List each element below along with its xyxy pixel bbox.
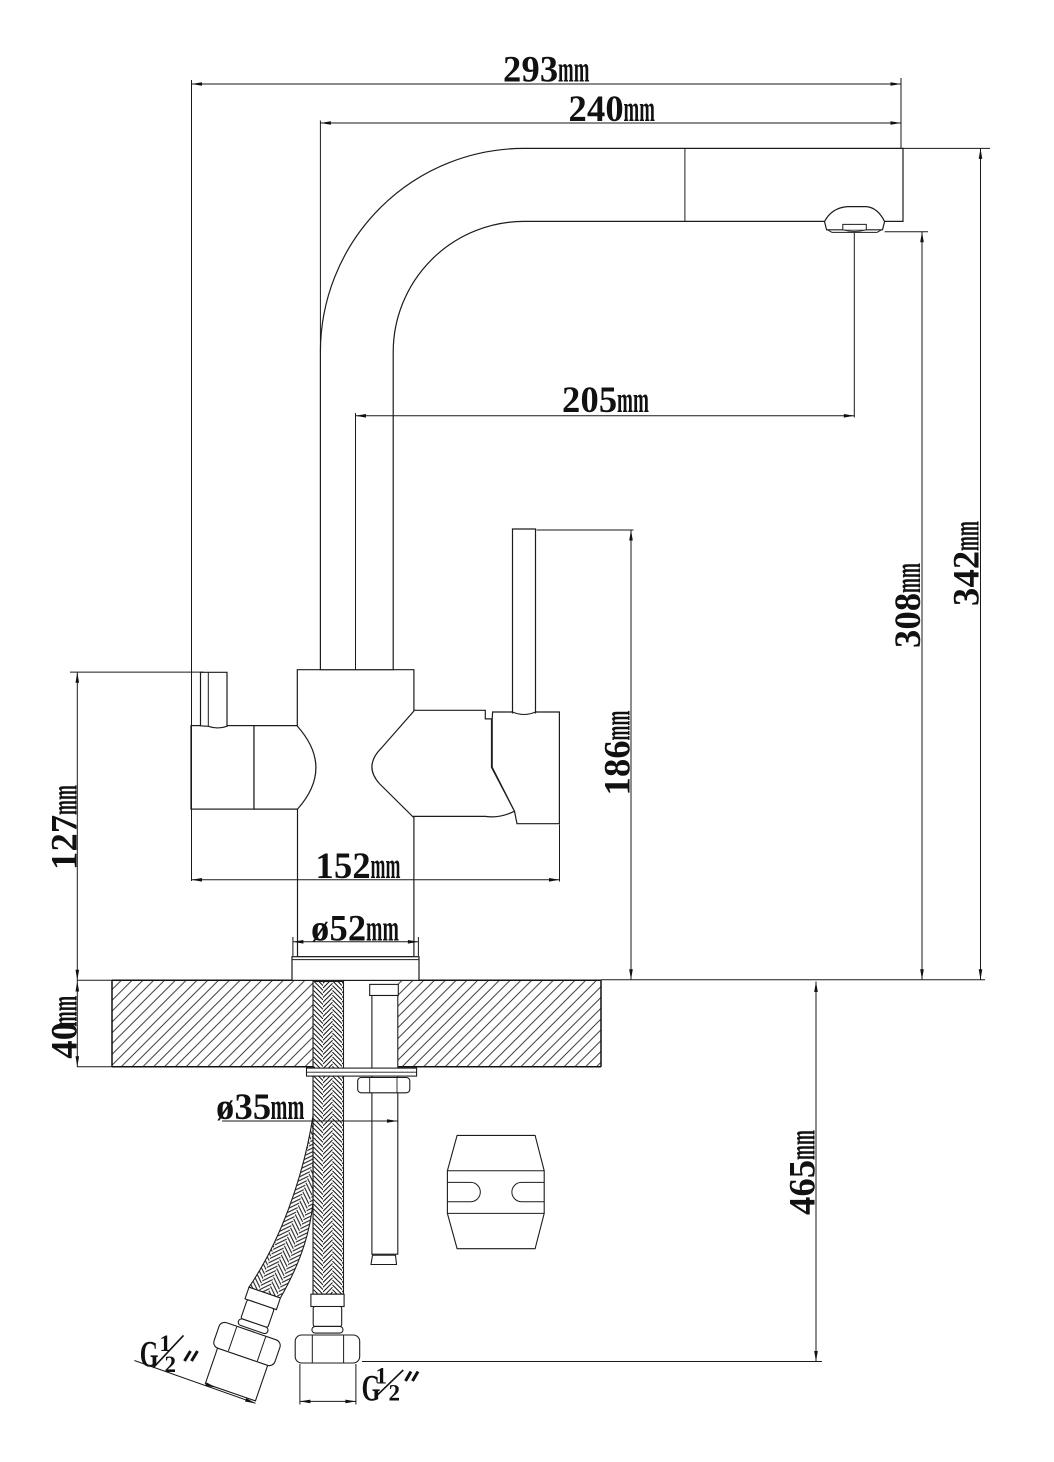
svg-text:mm: mm [371, 845, 401, 886]
svg-text:465: 465 [782, 1160, 823, 1215]
svg-text:40: 40 [44, 1022, 85, 1059]
svg-text:152: 152 [316, 845, 371, 886]
svg-text:mm: mm [271, 1086, 305, 1127]
svg-text:342: 342 [946, 551, 987, 606]
svg-text:mm: mm [44, 996, 85, 1027]
svg-text:ø52: ø52 [311, 908, 366, 949]
svg-text:mm: mm [558, 49, 590, 90]
svg-text:240: 240 [569, 88, 624, 129]
svg-text:1: 1 [376, 1363, 388, 1388]
svg-text:308: 308 [887, 593, 928, 648]
svg-text:mm: mm [782, 1130, 823, 1160]
svg-text:mm: mm [44, 785, 85, 815]
svg-text:mm: mm [887, 563, 928, 593]
svg-text:mm: mm [366, 908, 399, 949]
svg-text:2: 2 [389, 1380, 401, 1405]
svg-text:293: 293 [503, 49, 558, 90]
svg-text:127: 127 [44, 815, 85, 870]
svg-text:mm: mm [597, 711, 638, 741]
svg-text:mm: mm [624, 88, 656, 129]
svg-text:205: 205 [562, 379, 617, 420]
svg-text:186: 186 [597, 740, 638, 795]
svg-text:1: 1 [160, 1331, 172, 1356]
svg-text:2: 2 [165, 1352, 177, 1377]
svg-text:mm: mm [617, 379, 649, 420]
svg-text:ø35: ø35 [216, 1086, 271, 1127]
svg-text:G: G [362, 1367, 381, 1408]
svg-text:G: G [140, 1333, 159, 1374]
svg-text:mm: mm [946, 521, 987, 551]
